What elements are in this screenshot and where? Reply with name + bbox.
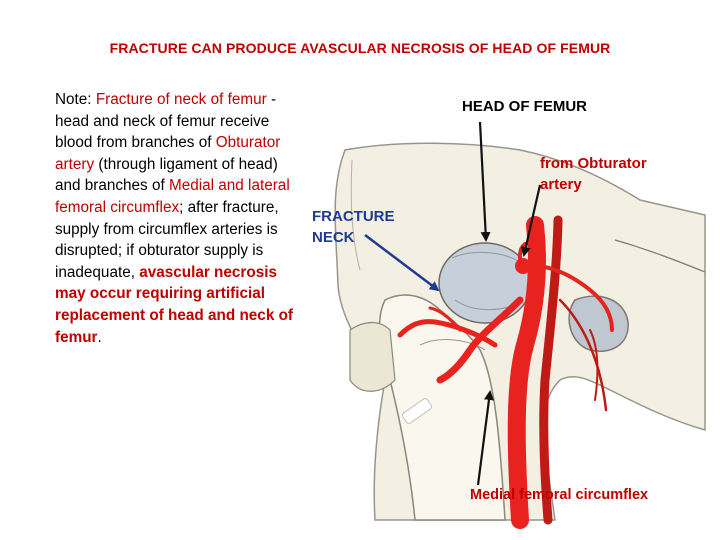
femoral-head <box>438 242 532 324</box>
arteries <box>397 215 614 529</box>
note-fracture-neck: Fracture of neck of femur <box>95 91 267 108</box>
head-of-femur-arrow <box>478 121 491 242</box>
note-text-1: - head and neck of femur receive blood f… <box>55 91 277 152</box>
note-period: . <box>97 328 102 346</box>
obturator-arrow <box>520 184 542 257</box>
fracture-neck-arrow <box>364 234 440 292</box>
lateral-circumflex-artery <box>397 319 498 348</box>
greater-trochanter <box>349 321 396 392</box>
note-avascular-necrosis: avascular necrosis may occur requiring a… <box>55 263 294 346</box>
note-circumflex: Medial and lateral femoral circumflex <box>55 177 290 216</box>
label-medial-femoral-circumflex: Medial femoral circumflex <box>470 487 649 503</box>
note-text-3: ; after fracture, supply from circumflex… <box>55 198 279 281</box>
medial-circumflex-arrow <box>476 390 494 486</box>
label-fracture-line-1: FRACTURE <box>312 208 395 225</box>
label-fracture-line-2: NECK <box>312 229 355 246</box>
ligament-head-artery <box>515 258 531 274</box>
obturator-foramen <box>568 295 629 352</box>
label-obturator-line-1: from Obturator <box>540 155 647 172</box>
label-obturator-line-2: artery <box>540 176 582 193</box>
label-fracture-neck: FRACTURE NECK <box>312 206 395 248</box>
femur <box>349 294 506 521</box>
femoral-vein <box>539 215 563 525</box>
obturator-artery <box>518 264 614 332</box>
slide-title: FRACTURE CAN PRODUCE AVASCULAR NECROSIS … <box>109 40 611 56</box>
label-obturator-artery: from Obturator artery <box>540 153 647 195</box>
femoral-artery <box>507 216 546 529</box>
note-text-2: (through ligament of head) and branches … <box>55 155 278 195</box>
note-prefix: Note: <box>55 91 96 108</box>
medial-circumflex-artery <box>436 296 524 384</box>
note-obturator-artery: Obturator artery <box>55 134 281 173</box>
label-head-of-femur: HEAD OF FEMUR <box>462 98 587 115</box>
note-paragraph: Note: Fracture of neck of femur - head a… <box>55 89 295 348</box>
